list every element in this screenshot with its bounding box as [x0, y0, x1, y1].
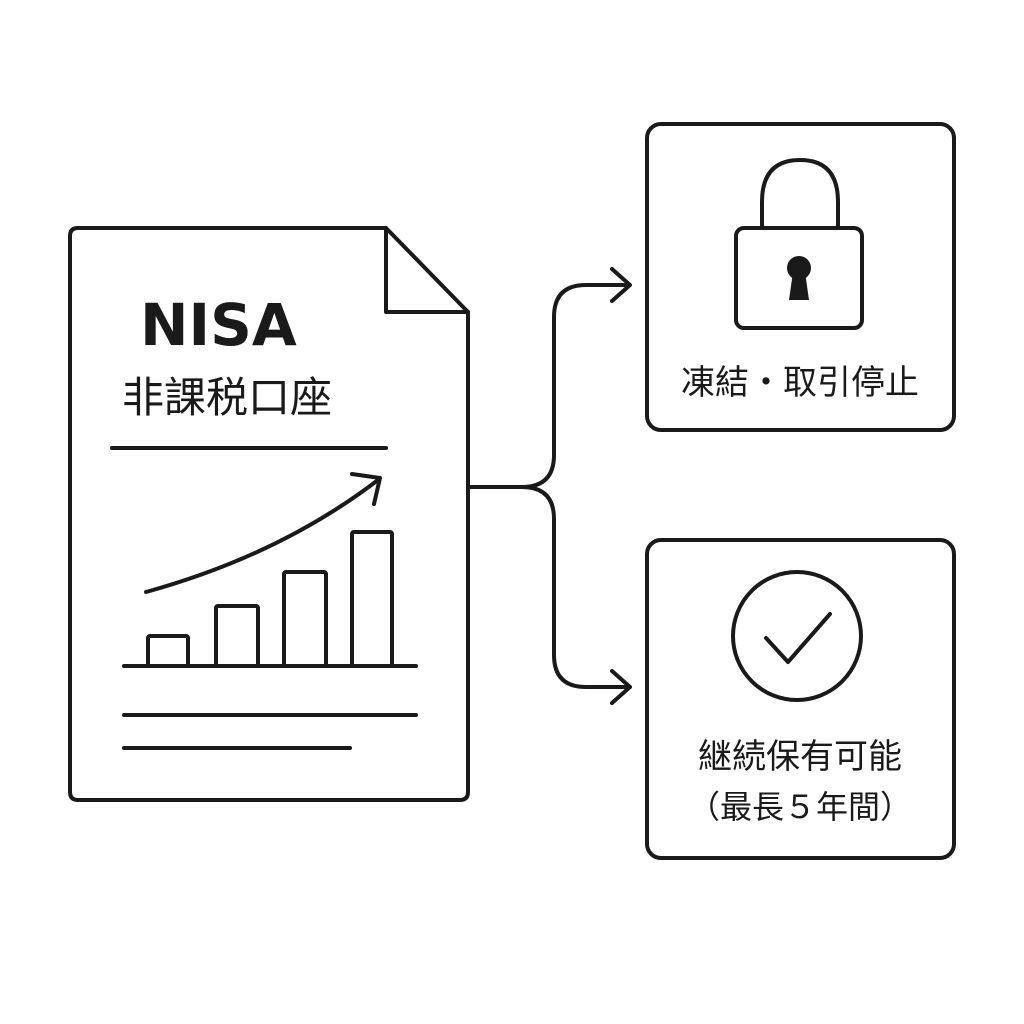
check-circle-icon	[731, 570, 863, 702]
branch-connector	[466, 267, 632, 705]
padlock-icon	[734, 158, 864, 330]
check-mark	[764, 612, 832, 664]
frozen-box-frame	[645, 122, 956, 432]
document-subtitle: 非課税口座	[122, 373, 332, 422]
continue-label-line2: （最長５年間）	[688, 788, 912, 826]
padlock-keyhole-slot	[789, 272, 809, 300]
frozen-label: 凍結・取引停止	[681, 363, 919, 403]
growth-arrow-head	[350, 472, 382, 506]
lower-arrow-head	[610, 669, 632, 705]
chart-bar-1	[146, 634, 190, 668]
padlock-body	[734, 226, 864, 330]
continue-box-frame	[645, 538, 956, 860]
growth-trend-arrow	[144, 478, 380, 594]
document-title: NISA	[140, 291, 297, 359]
continue-label-line1: 継続保有可能	[698, 737, 902, 777]
chart-bar-4	[350, 530, 394, 668]
continue-box: 継続保有可能 （最長５年間）	[645, 538, 956, 860]
nisa-document: NISA 非課税口座	[68, 226, 470, 802]
growth-chart-icon	[122, 472, 418, 668]
padlock-shackle	[760, 158, 840, 230]
connector-upper-branch	[520, 283, 630, 489]
frozen-box: 凍結・取引停止	[645, 122, 956, 432]
connector-lower-branch	[520, 485, 630, 689]
chart-bar-3	[282, 570, 328, 668]
upper-arrow-head	[610, 267, 632, 303]
chart-bar-2	[214, 604, 260, 668]
check-circle-ring	[731, 570, 863, 702]
document-outline	[68, 226, 470, 802]
document-folded-corner	[384, 226, 470, 314]
